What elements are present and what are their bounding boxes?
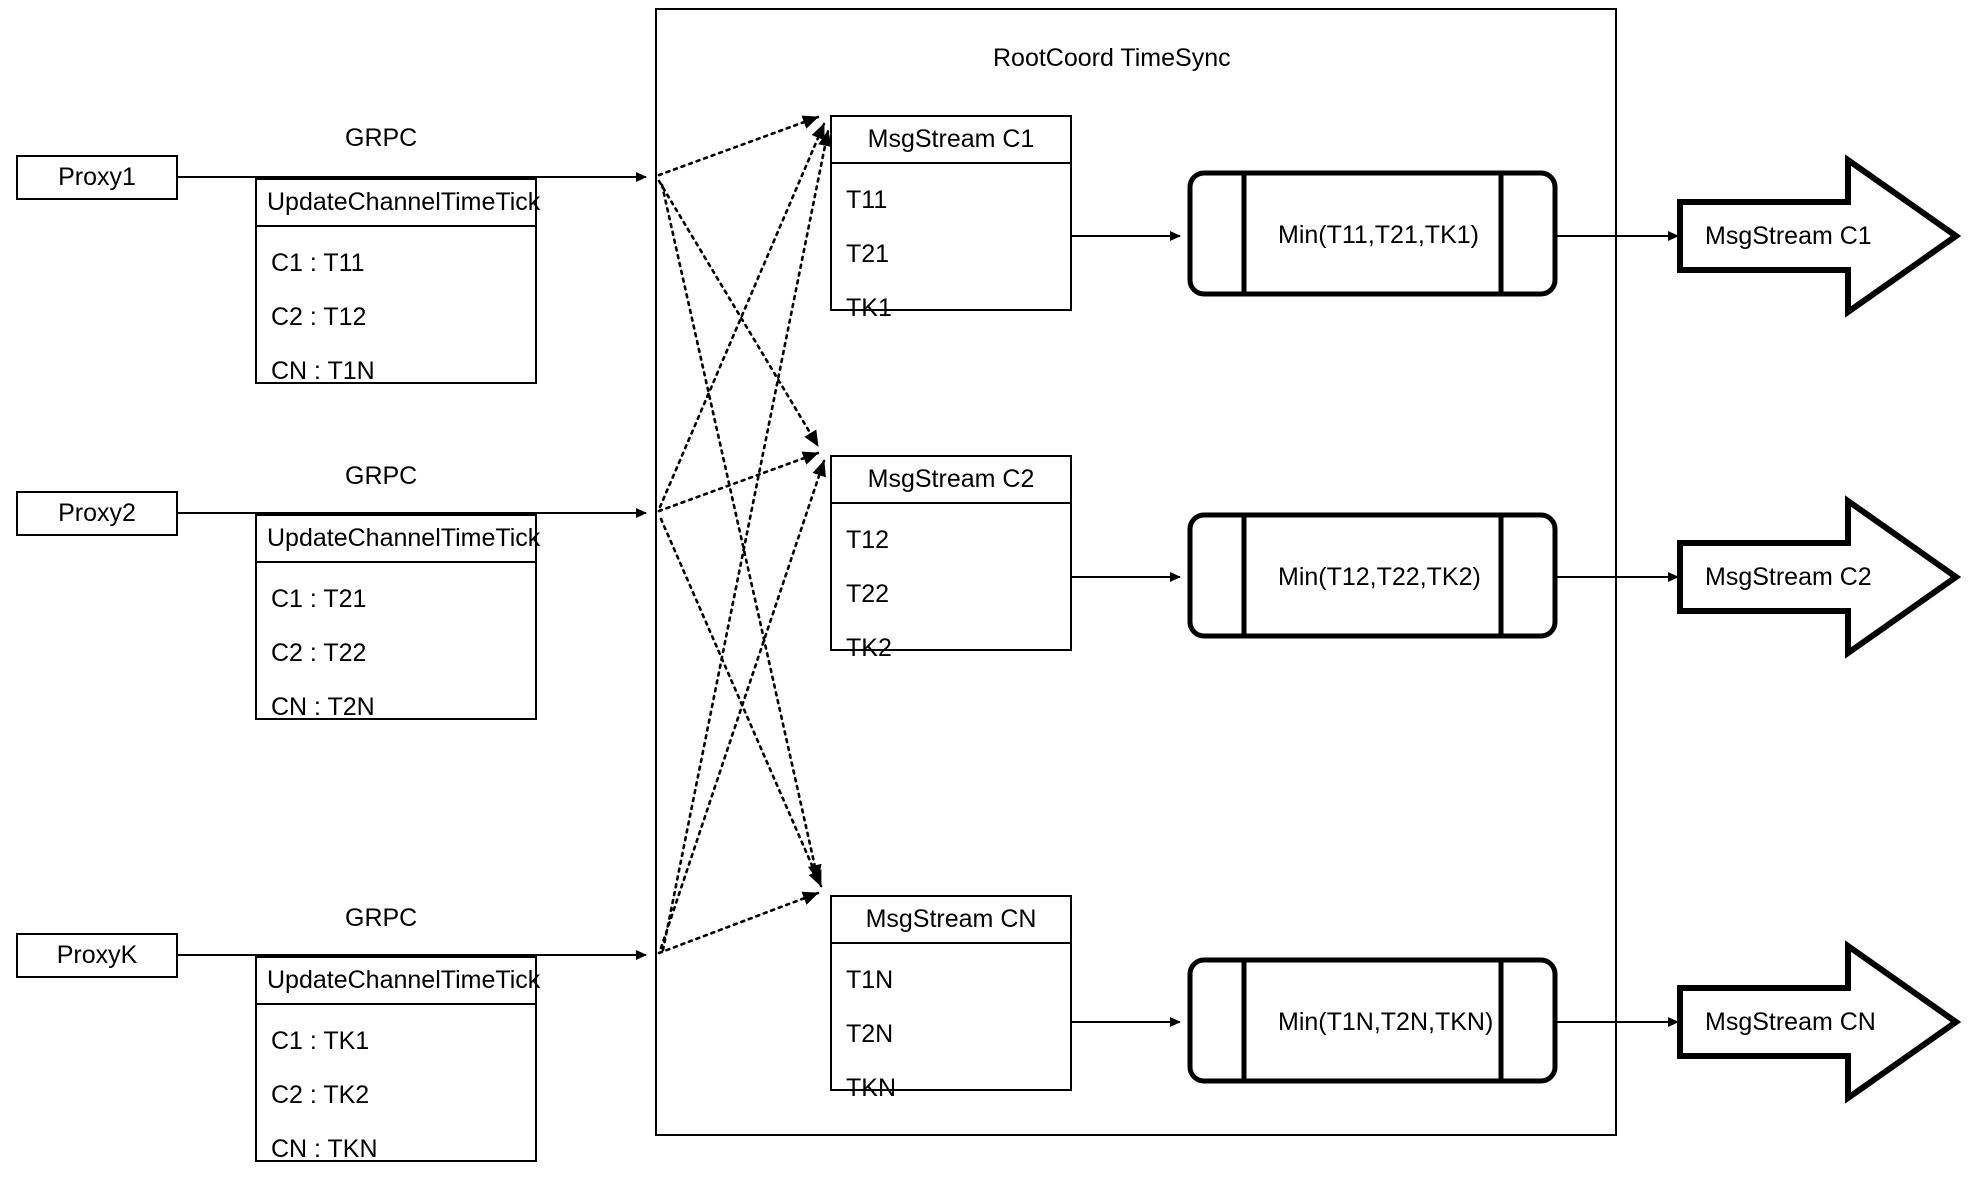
- dotted-p1-to-cn: [660, 183, 822, 882]
- msgstream-table-c1-title: MsgStream C1: [832, 117, 1070, 164]
- table-row: C1 : T11: [271, 249, 365, 277]
- table-row: C2 : T22: [271, 639, 367, 667]
- msgstream-table-c2-title: MsgStream C2: [832, 457, 1070, 504]
- min-shape-hit-c2[interactable]: [1190, 515, 1555, 636]
- output-block-arrow-hit-cn[interactable]: [1680, 946, 1956, 1098]
- dotted-pk-to-c1: [661, 129, 832, 952]
- min-expression-c1: Min(T11,T21,TK1): [1278, 221, 1479, 249]
- proxy-box-k[interactable]: ProxyK: [16, 933, 178, 978]
- table-row: T2N: [846, 1020, 894, 1048]
- min-expression-cn: Min(T1N,T2N,TKN): [1278, 1008, 1494, 1036]
- table-row: T11: [846, 186, 888, 214]
- table-row: C1 : T21: [271, 585, 367, 613]
- output-label-cn: MsgStream CN: [1705, 1008, 1876, 1036]
- dotted-pk-to-cn: [657, 891, 820, 955]
- dotted-p2-to-c1: [658, 122, 826, 509]
- min-shape-hit-c1[interactable]: [1190, 173, 1555, 294]
- msgstream-table-c1[interactable]: MsgStream C1 T11 T21 TK1: [830, 115, 1072, 322]
- table-row: T21: [846, 240, 890, 268]
- dotted-p2-to-c2: [657, 451, 820, 513]
- msgstream-table-c2[interactable]: MsgStream C2 T12 T22 TK2: [830, 455, 1072, 662]
- msgstream-table-cn[interactable]: MsgStream CN T1N T2N TKN: [830, 895, 1072, 1102]
- proxy-box-2[interactable]: Proxy2: [16, 491, 178, 536]
- update-channel-timetick-title-k: UpdateChannelTimeTick: [257, 958, 540, 1005]
- update-channel-timetick-table-1[interactable]: UpdateChannelTimeTick C1 : T11 C2 : T12 …: [255, 178, 540, 385]
- update-channel-timetick-title-2: UpdateChannelTimeTick: [257, 516, 540, 563]
- table-row: CN : T2N: [271, 693, 375, 721]
- table-row: TK2: [846, 634, 892, 662]
- min-shape-hit-cn[interactable]: [1190, 960, 1555, 1081]
- msgstream-table-cn-title: MsgStream CN: [832, 897, 1070, 944]
- update-channel-timetick-rows-k: C1 : TK1 C2 : TK2 CN : TKN: [257, 1005, 535, 1169]
- table-row: CN : TKN: [271, 1135, 378, 1163]
- output-label-c1: MsgStream C1: [1705, 222, 1872, 250]
- update-channel-timetick-table-k[interactable]: UpdateChannelTimeTick C1 : TK1 C2 : TK2 …: [255, 956, 540, 1163]
- table-row: C2 : TK2: [271, 1081, 370, 1109]
- proxy-box-1-label: Proxy1: [58, 162, 136, 191]
- grpc-label-proxy2: GRPC: [345, 462, 418, 490]
- grpc-label-proxyk: GRPC: [345, 904, 418, 932]
- msgstream-table-c1-rows: T11 T21 TK1: [832, 164, 1070, 328]
- rootcoord-container-title: RootCoord TimeSync: [993, 44, 1231, 72]
- dotted-p1-to-c1: [657, 115, 820, 177]
- output-label-c2: MsgStream C2: [1705, 563, 1872, 591]
- proxy-box-2-label: Proxy2: [58, 498, 136, 527]
- table-row: T1N: [846, 966, 894, 994]
- proxy-box-1[interactable]: Proxy1: [16, 155, 178, 200]
- msgstream-table-c2-rows: T12 T22 TK2: [832, 504, 1070, 668]
- output-block-arrow-hit-c2[interactable]: [1680, 501, 1956, 653]
- table-row: T12: [846, 526, 890, 554]
- table-row: C1 : TK1: [271, 1027, 370, 1055]
- output-block-arrow-hit-c1[interactable]: [1680, 160, 1956, 312]
- grpc-label-proxy1: GRPC: [345, 124, 418, 152]
- update-channel-timetick-rows-1: C1 : T11 C2 : T12 CN : T1N: [257, 227, 535, 391]
- table-row: CN : T1N: [271, 357, 375, 385]
- update-channel-timetick-title-1: UpdateChannelTimeTick: [257, 180, 540, 227]
- table-row: T22: [846, 580, 890, 608]
- table-row: TKN: [846, 1074, 896, 1102]
- update-channel-timetick-table-2[interactable]: UpdateChannelTimeTick C1 : T21 C2 : T22 …: [255, 514, 540, 721]
- dotted-p2-to-cn: [659, 517, 823, 888]
- proxy-box-k-label: ProxyK: [56, 940, 138, 969]
- min-expression-c2: Min(T12,T22,TK2): [1278, 563, 1481, 591]
- table-row: C2 : T12: [271, 303, 367, 331]
- table-row: TK1: [846, 294, 892, 322]
- dotted-pk-to-c2: [659, 459, 826, 950]
- dotted-p1-to-c2: [657, 179, 820, 448]
- msgstream-table-cn-rows: T1N T2N TKN: [832, 944, 1070, 1108]
- update-channel-timetick-rows-2: C1 : T21 C2 : T22 CN : T2N: [257, 563, 535, 727]
